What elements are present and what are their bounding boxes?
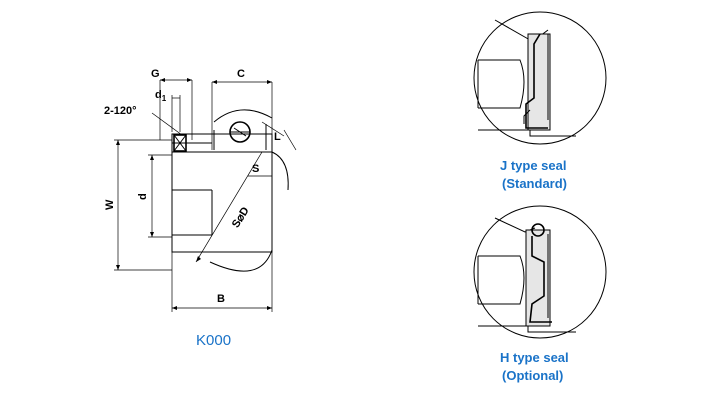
dim-c: C — [211, 68, 273, 150]
h-seal-caption-2: (Optional) — [502, 368, 563, 383]
label-l: L — [274, 131, 281, 143]
dim-d1: d1 — [155, 89, 181, 132]
dim-g: G — [151, 68, 193, 140]
j-seal-caption-1: J type seal — [500, 158, 567, 173]
label-s: S — [252, 163, 259, 175]
model-code: K000 — [196, 332, 231, 349]
outer-ring-section: L — [171, 109, 297, 153]
label-d1: d1 — [155, 89, 167, 103]
j-seal-caption-2: (Standard) — [502, 176, 567, 191]
j-seal-detail — [473, 11, 607, 145]
dim-d: d — [137, 154, 172, 238]
label-d: d — [137, 193, 149, 200]
inner-ring-body: S⌀D S — [171, 151, 289, 272]
h-seal-detail — [473, 205, 607, 339]
h-seal-caption-1: H type seal — [500, 350, 569, 365]
dim-b: B — [171, 252, 273, 312]
label-sd: S⌀D — [230, 205, 252, 230]
label-b: B — [217, 293, 225, 305]
label-angle: 2-120° — [104, 105, 137, 117]
label-w: W — [104, 199, 116, 210]
label-g: G — [151, 68, 160, 80]
dim-w: W — [104, 139, 172, 271]
label-c: C — [237, 68, 245, 80]
main-drawing: G d1 C 2-120° — [104, 68, 297, 349]
